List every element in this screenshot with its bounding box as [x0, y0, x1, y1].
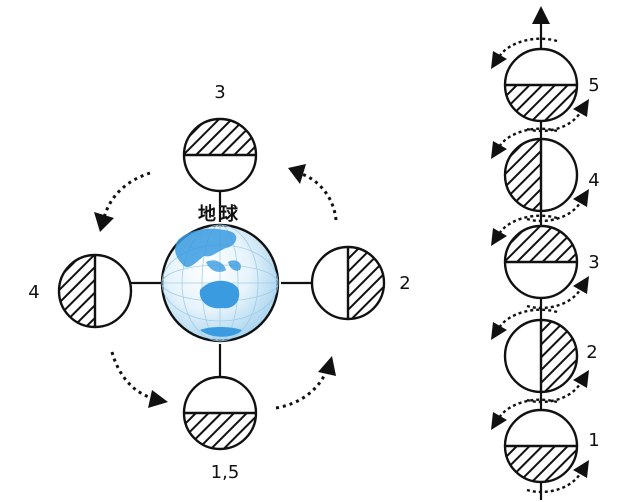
moon-outline [503, 408, 579, 484]
orbit-moon-2 [310, 245, 386, 321]
orbit-moon-2-label: 2 [399, 273, 410, 294]
rotation-arrowhead-upper [491, 412, 507, 430]
moon-shaded-half [505, 139, 541, 211]
orbit-moon-3-label: 3 [214, 82, 225, 103]
column-rotation-arrows [491, 37, 589, 494]
rotation-arrowhead-lower [573, 99, 589, 117]
orbit-arrow-top-right [288, 164, 338, 221]
moon-outline [57, 253, 133, 329]
moon-outline [182, 117, 258, 193]
moon-outline [503, 318, 579, 394]
moon-shaded-half [505, 85, 577, 121]
moon-shaded-half [505, 226, 577, 262]
rotation-arrow-lower [526, 471, 583, 494]
column-moon-3 [503, 224, 579, 300]
moon-shaded-half [184, 119, 256, 155]
rotation-arrowhead-lower [573, 460, 589, 478]
column-moon-1 [503, 408, 579, 484]
moon-shaded-half [184, 413, 256, 449]
rotation-arrowhead-lower [573, 370, 589, 388]
moon-shaded-half [541, 320, 577, 392]
column-moon-5 [503, 47, 579, 123]
moon-shaded-half [505, 446, 577, 482]
orbit-moon-4 [57, 253, 133, 329]
rotation-arrowhead-upper [491, 141, 507, 159]
moon-outline [310, 245, 386, 321]
rotation-arrowhead-lower [573, 276, 589, 294]
rotation-arrowhead-upper [491, 228, 507, 246]
orbit-arrow-top-left [94, 171, 151, 232]
orbit-moon-3 [182, 117, 258, 193]
rotation-arrow-lower [526, 200, 583, 223]
column-moon-4-label: 4 [588, 170, 599, 191]
orbit-moon-4-label: 4 [28, 282, 39, 303]
moon-shaded-half [348, 247, 384, 319]
orbit-moon-1-5-label: 1,5 [211, 462, 240, 483]
column-group: 5 4 3 2 1 [491, 6, 600, 500]
column-moon-4 [503, 137, 579, 213]
column-moon-2 [503, 318, 579, 394]
column-arrowhead [532, 6, 550, 24]
moon-outline [182, 375, 258, 451]
moon-outline [503, 137, 579, 213]
earth-label: 地球 [198, 203, 242, 225]
moon-outline [503, 224, 579, 300]
column-moon-2-label: 2 [586, 342, 597, 363]
moon-outline [503, 47, 579, 123]
rotation-arrow-lower [526, 287, 583, 310]
column-moon-5-label: 5 [588, 75, 599, 96]
earth-globe [160, 223, 280, 343]
column-moon-3-label: 3 [588, 252, 599, 273]
rotation-arrowhead-lower [573, 189, 589, 207]
orbit-moon-1-5 [182, 375, 258, 451]
rotation-arrow-lower [526, 381, 583, 404]
column-moon-1-label: 1 [588, 430, 599, 451]
rotation-arrowhead-upper [491, 51, 507, 69]
orbit-arrow-bottom-right [275, 356, 336, 410]
moon-shaded-half [59, 255, 95, 327]
rotation-arrow-lower [526, 110, 583, 133]
rotation-arrowhead-upper [491, 322, 507, 340]
orbit-group: 地球 3 2 1,5 4 [28, 82, 410, 483]
orbit-arrow-bottom-left [110, 351, 168, 408]
